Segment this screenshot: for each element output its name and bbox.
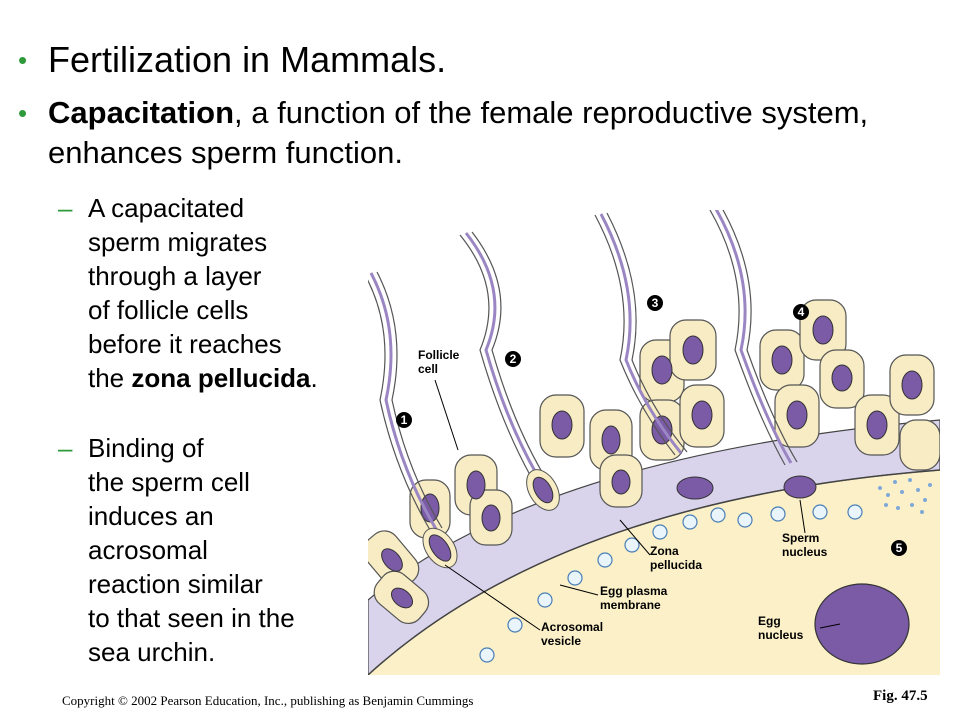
- step-4-number: 4: [798, 305, 805, 319]
- capacitation-text: Capacitation, a function of the female r…: [48, 93, 928, 173]
- bullet-title: • Fertilization in Mammals.: [18, 38, 446, 82]
- step-5-number: 5: [896, 541, 903, 555]
- egg-membrane-line: [368, 469, 940, 675]
- text-line: sea urchin.: [88, 637, 216, 667]
- copyright-notice: Copyright © 2002 Pearson Education, Inc.…: [62, 693, 474, 708]
- text-line: the sperm cell: [88, 467, 250, 497]
- leader-lines: [434, 379, 841, 631]
- egg-nucleus-shape: [814, 583, 910, 665]
- cortical-granules: [479, 504, 863, 663]
- sperm-tail-cores: [369, 210, 793, 530]
- text-line: A capacitated: [88, 193, 245, 223]
- follicle-nuclei: [381, 315, 923, 609]
- step-2-number: 2: [510, 352, 517, 366]
- sperm-tails: [368, 210, 798, 531]
- sub-bullet-migration: – A capacitated sperm migrates through a…: [58, 191, 318, 395]
- capacitation-term: Capacitation: [48, 95, 235, 130]
- binding-text: Binding of the sperm cell induces an acr…: [88, 431, 295, 669]
- text-line: of follicle cells: [88, 295, 249, 325]
- acrosome-granules: [878, 478, 932, 514]
- text-line: induces an: [88, 501, 214, 531]
- figure-number: Fig. 47.5: [873, 688, 928, 704]
- bullet-capacitation: • Capacitation, a function of the female…: [18, 93, 928, 173]
- text-line: sperm migrates: [88, 227, 268, 257]
- text-line: through a layer: [88, 261, 262, 291]
- step-3-marker: [647, 295, 663, 311]
- step-markers: 1 2 3 4 5: [396, 295, 907, 556]
- step-5-marker: [891, 540, 907, 556]
- step-1-marker: [396, 412, 412, 428]
- text-line: before it reaches: [88, 329, 282, 359]
- text-line: the zona pellucida.: [88, 361, 318, 395]
- dash-marker: –: [58, 193, 73, 223]
- text-suffix: .: [310, 363, 318, 393]
- step-2-marker: [505, 351, 521, 367]
- step-3-number: 3: [652, 296, 659, 310]
- capacitation-rest: , a function of the female reproductive …: [48, 95, 869, 170]
- sperm-heads: [422, 469, 817, 569]
- zona-term: zona pellucida: [131, 363, 311, 393]
- text-line: to that seen in the: [88, 603, 295, 633]
- text-line: acrosomal: [88, 535, 208, 565]
- bullet-marker: •: [18, 98, 28, 128]
- migration-text: A capacitated sperm migrates through a l…: [88, 191, 318, 395]
- text-prefix: the: [88, 363, 132, 393]
- step-1-number: 1: [401, 413, 408, 427]
- dash-marker: –: [58, 433, 73, 463]
- text-line: Binding of: [88, 433, 204, 463]
- text-line: reaction similar: [88, 569, 263, 599]
- slide-title: Fertilization in Mammals.: [48, 39, 447, 80]
- bullet-marker: •: [18, 45, 28, 75]
- sub-bullet-binding: – Binding of the sperm cell induces an a…: [58, 431, 295, 669]
- step-4-marker: [793, 304, 809, 320]
